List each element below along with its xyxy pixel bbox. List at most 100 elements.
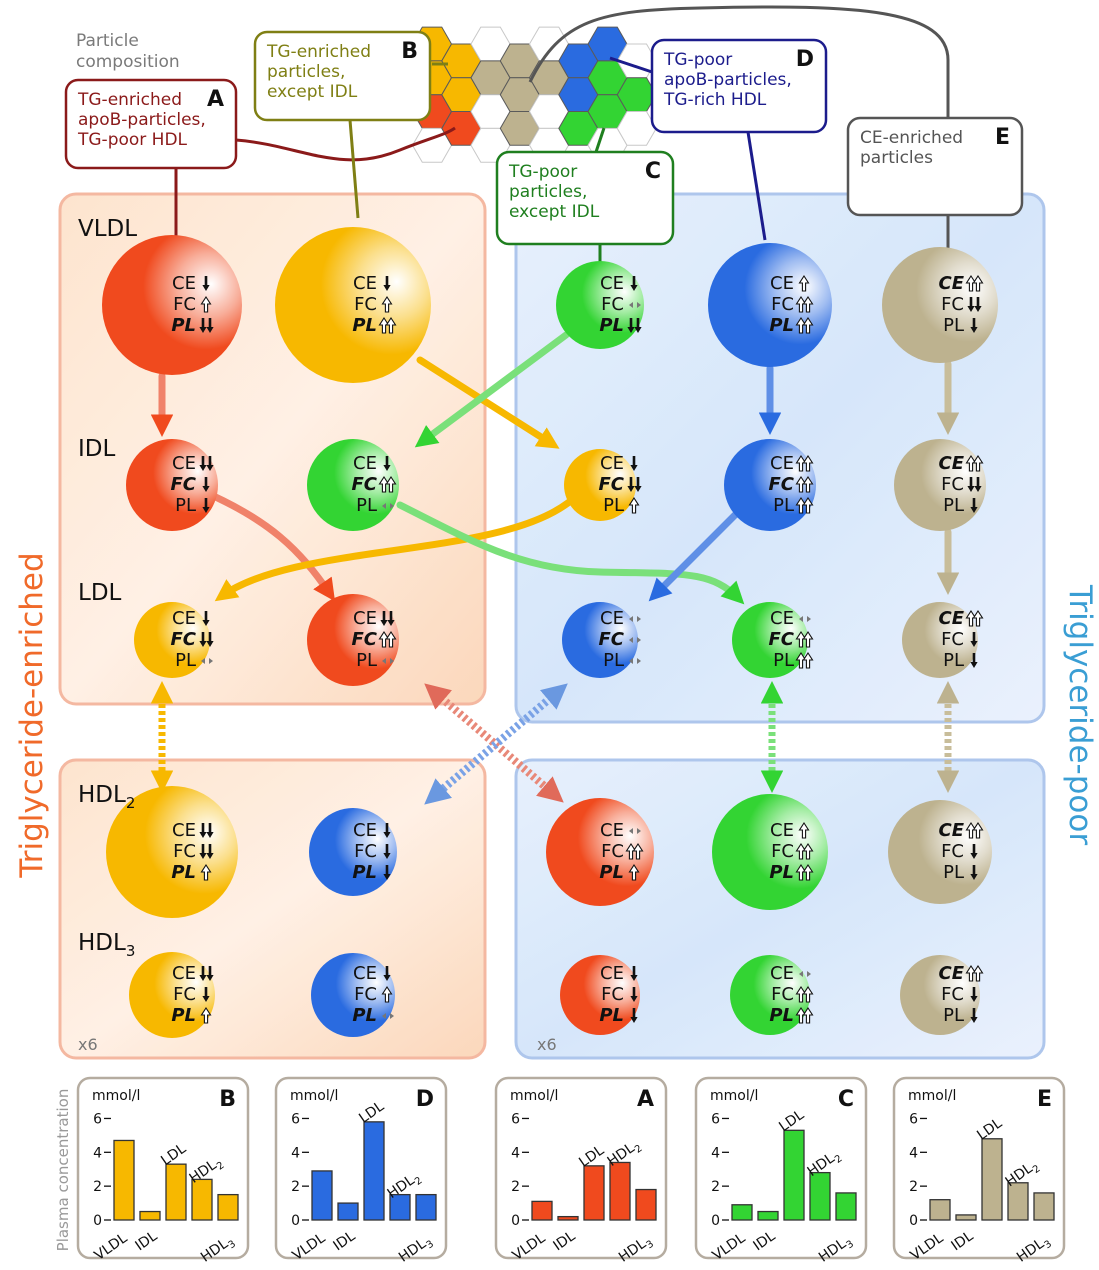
y-tick-label: 2 [909, 1179, 918, 1195]
left-right-icon [382, 658, 394, 664]
down-icon [630, 987, 638, 1002]
double-up-outline-icon [965, 454, 984, 472]
arrow-c-vldl-idl [414, 331, 570, 448]
connector-c-hex [594, 127, 606, 153]
chart-letter: A [637, 1087, 654, 1112]
particle-composition-label-line2: composition [76, 52, 180, 72]
callout-line: TG-enriched [266, 42, 371, 62]
bar-ldl [783, 1129, 805, 1221]
particle-label-ce: CE [770, 453, 794, 474]
particle-sphere [732, 602, 808, 678]
particle-label-fc: FC [173, 984, 196, 1005]
particle-label-pl: PL [175, 495, 196, 516]
left-right-icon [629, 637, 641, 643]
double-up-outline-icon [795, 316, 814, 334]
down-icon [970, 844, 978, 859]
particle-label-ce: CE [938, 453, 964, 474]
particle-sphere [311, 953, 395, 1037]
particle-label-ce: CE [353, 963, 377, 984]
callout-line: TG-poor HDL [77, 130, 188, 150]
particle-label-ce: CE [353, 453, 377, 474]
arrow-c-idl-ldl [396, 501, 745, 605]
arrow-d-idl-ldl [648, 506, 744, 602]
particle-label-ce: CE [172, 453, 196, 474]
particle-label-ce: CE [172, 820, 196, 841]
particle-sphere [724, 439, 816, 531]
particle-label-ce: CE [600, 273, 624, 294]
particle-label-ce: CE [600, 453, 624, 474]
bar-hdl3 [835, 1192, 857, 1221]
particle-label-pl: PL [352, 1005, 377, 1026]
side-label-right: Triglyceride-poor [1062, 584, 1098, 845]
y-tick-label: 4 [93, 1145, 102, 1161]
particle-label-pl: PL [943, 1005, 964, 1026]
double-up-outline-icon [795, 496, 814, 514]
bar-ldl [583, 1165, 605, 1221]
particle-label-pl: PL [171, 315, 196, 336]
double-up-outline-icon [795, 1006, 814, 1024]
chart-unit-label: mmol/l [908, 1088, 956, 1104]
particle-label-ce: CE [770, 963, 794, 984]
particle-sphere [560, 955, 640, 1035]
particle-sphere [309, 808, 397, 896]
particle-label-ce: CE [938, 273, 964, 294]
particle-sphere [134, 602, 210, 678]
particle-label-ce: CE [172, 608, 196, 629]
chart-letter: C [838, 1087, 854, 1112]
double-up-outline-icon [965, 964, 984, 982]
double-up-outline-icon [795, 630, 814, 648]
down-icon [970, 1008, 978, 1023]
double-down-icon [967, 297, 982, 312]
double-up-outline-icon [795, 475, 814, 493]
y-tick-label: 0 [93, 1213, 102, 1229]
particle-label-ce: CE [172, 963, 196, 984]
down-icon [970, 865, 978, 880]
callout-line: particles [860, 148, 933, 168]
down-icon [383, 865, 391, 880]
y-tick-label: 6 [711, 1111, 720, 1127]
double-down-icon [199, 823, 214, 838]
particle-label-fc: FC [771, 294, 794, 315]
double-up-outline-icon [625, 842, 644, 860]
particle-label-fc: FC [768, 474, 794, 495]
double-down-icon [380, 611, 395, 626]
callout-line: TG-rich HDL [663, 90, 767, 110]
double-down-icon [967, 477, 982, 492]
row-label-idl: IDL [78, 436, 115, 462]
particle-sphere [900, 955, 980, 1035]
particle-label-fc: FC [351, 474, 377, 495]
particle-label-pl: PL [352, 862, 377, 883]
particle-label-fc: FC [354, 984, 377, 1005]
bar-hdl3 [1033, 1192, 1055, 1221]
chart-unit-label: mmol/l [92, 1088, 140, 1104]
particle-label-fc: FC [941, 629, 964, 650]
particle-label-pl: PL [769, 315, 794, 336]
double-up-outline-icon [795, 842, 814, 860]
particle-label-pl: PL [352, 315, 377, 336]
particle-label-pl: PL [773, 650, 794, 671]
particle-label-fc: FC [941, 984, 964, 1005]
down-icon [383, 966, 391, 981]
particle-label-ce: CE [770, 608, 794, 629]
bar-vldl [731, 1204, 753, 1221]
particle-label-pl: PL [599, 862, 624, 883]
down-icon [970, 987, 978, 1002]
particle-sphere [564, 449, 636, 521]
